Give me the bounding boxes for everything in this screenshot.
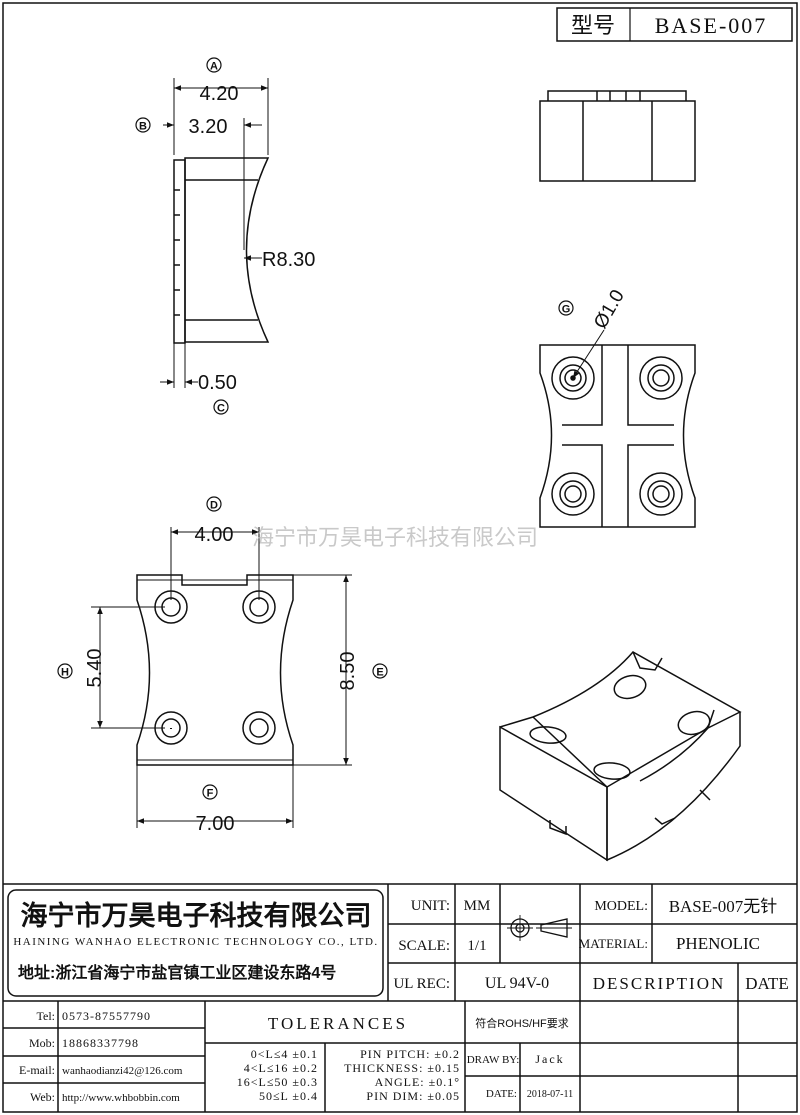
dim-c-label: 0.50: [198, 372, 237, 394]
tolerance-range-1: 0<L≤4 ±0.1: [251, 1047, 318, 1061]
svg-text:D: D: [210, 500, 218, 512]
front-view: [539, 90, 696, 182]
scale-value: 1/1: [467, 938, 486, 954]
radius-label: R8.30: [262, 249, 315, 271]
company-name-cn: 海宁市万昊电子科技有限公司: [21, 900, 372, 931]
description-header: DESCRIPTION: [593, 974, 726, 993]
tolerance-angle: ANGLE: ±0.1°: [375, 1075, 460, 1089]
title-model: BASE-007: [655, 13, 768, 38]
scale-label: SCALE:: [398, 938, 450, 954]
svg-text:H: H: [61, 667, 69, 679]
dim-a-label: 4.20: [200, 83, 239, 105]
mob-value: 18868337798: [62, 1036, 139, 1050]
draw-by-value: Jack: [535, 1052, 564, 1066]
dim-e-label: 8.50: [337, 652, 359, 691]
dim-g-label: Ø1.0: [590, 286, 629, 332]
tolerance-thickness: THICKNESS: ±0.15: [344, 1061, 460, 1075]
marker-a: A: [206, 57, 222, 73]
marker-b: B: [135, 117, 151, 133]
tolerances-title: TOLERANCES: [268, 1014, 408, 1033]
date-label: DATE:: [486, 1088, 517, 1100]
ul-label: UL REC:: [393, 976, 450, 992]
marker-d: D: [206, 496, 222, 512]
tolerance-pin-dim: PIN DIM: ±0.05: [366, 1089, 460, 1103]
dim-b-label: 3.20: [189, 116, 228, 138]
unit-value: MM: [464, 898, 491, 914]
company-address: 地址:浙江省海宁市盐官镇工业区建设东路4号: [18, 963, 336, 982]
bottom-view: [539, 329, 696, 528]
svg-text:A: A: [210, 61, 218, 73]
rohs-note: 符合ROHS/HF要求: [475, 1016, 569, 1030]
draw-by-label: DRAW BY:: [467, 1054, 520, 1066]
date-header: DATE: [745, 974, 788, 993]
tolerance-range-4: 50≤L ±0.4: [259, 1089, 318, 1103]
material-value: PHENOLIC: [676, 934, 760, 953]
dim-f-label: 7.00: [196, 813, 235, 835]
isometric-view: [499, 651, 742, 862]
title-block: [3, 883, 797, 1112]
title-label: 型号: [571, 13, 615, 38]
dim-d-label: 4.00: [195, 524, 234, 546]
tel-label: Tel:: [37, 1009, 56, 1023]
tolerance-range-2: 4<L≤16 ±0.2: [244, 1061, 318, 1075]
projection-symbol-icon: [507, 915, 572, 941]
svg-text:G: G: [562, 304, 571, 316]
company-name-en: HAINING WANHAO ELECTRONIC TECHNOLOGY CO.…: [13, 936, 378, 948]
svg-text:E: E: [376, 667, 383, 679]
marker-h: H: [57, 663, 73, 679]
marker-c: C: [213, 399, 229, 415]
side-view: [160, 78, 270, 388]
model-label: MODEL:: [594, 899, 648, 914]
model-value: BASE-007无针: [669, 897, 778, 916]
tolerance-pin-pitch: PIN PITCH: ±0.2: [360, 1047, 460, 1061]
tolerance-range-3: 16<L≤50 ±0.3: [237, 1075, 318, 1089]
tel-value: 0573-87557790: [62, 1009, 151, 1023]
marker-e: E: [372, 663, 388, 679]
mob-label: Mob:: [29, 1036, 55, 1050]
svg-text:B: B: [139, 121, 147, 133]
marker-g: G: [558, 300, 574, 316]
date-value: 2018-07-11: [527, 1089, 573, 1100]
web-label: Web:: [30, 1090, 55, 1104]
svg-text:F: F: [207, 788, 214, 800]
dim-h-label: 5.40: [84, 649, 106, 688]
ul-value: UL 94V-0: [485, 975, 549, 992]
email-value: wanhaodianzi42@126.com: [62, 1065, 183, 1077]
top-view: [91, 527, 352, 828]
watermark: 海宁市万昊电子科技有限公司: [252, 525, 538, 550]
material-label: MATERIAL:: [579, 936, 648, 951]
svg-text:C: C: [217, 403, 225, 415]
unit-label: UNIT:: [411, 898, 450, 914]
title-box: 型号 BASE-007: [556, 7, 793, 42]
web-value: http://www.whbobbin.com: [62, 1092, 180, 1104]
marker-f: F: [202, 784, 218, 800]
email-label: E-mail:: [19, 1063, 55, 1077]
